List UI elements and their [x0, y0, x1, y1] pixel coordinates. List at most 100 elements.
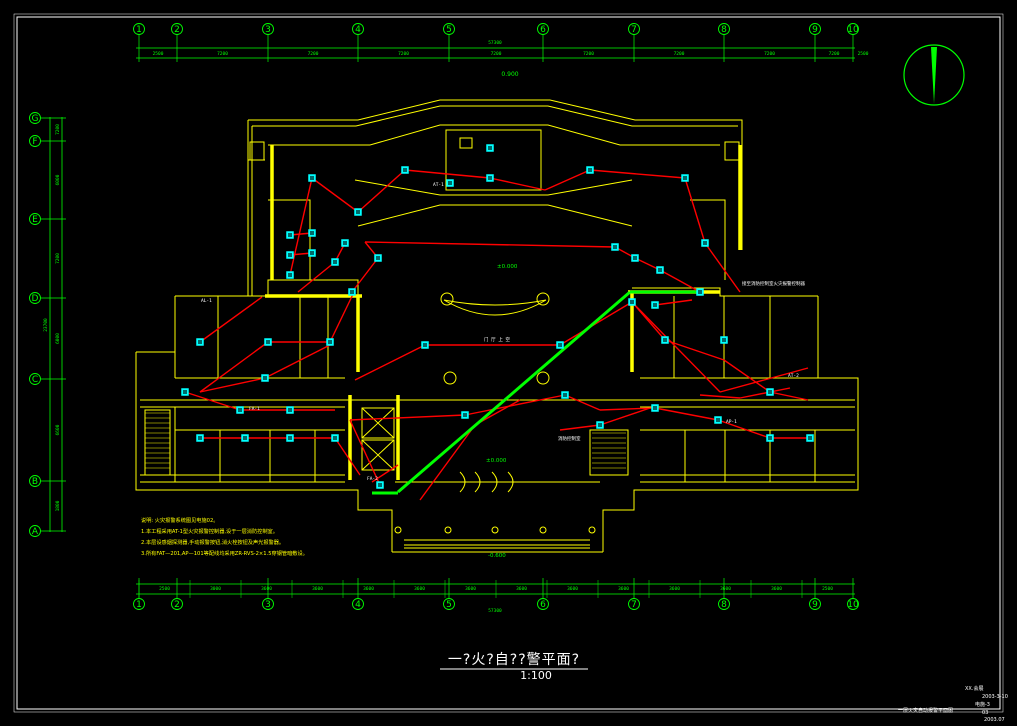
wire-segment [559, 424, 601, 431]
top-dim-5: 7200 [583, 51, 594, 57]
grid-bubble-9 [809, 598, 821, 610]
device-labels: AL-1 AT-1 AT-2 AP-1 FA-1 FA-2 消防控制室 接至消防… [201, 182, 805, 482]
grid-bubble-D [29, 292, 41, 304]
grid-bubble-C [29, 373, 41, 385]
wire-segment [311, 177, 359, 213]
smoke-detector-icon-core [463, 413, 467, 417]
grid-label-9: 9 [812, 25, 818, 35]
notes-line-3: 3.所有FAT—201,AP—101等配线均采用ZR-RVS-2×1.5穿钢管暗… [141, 549, 308, 557]
top-dim-3: 7200 [398, 51, 409, 57]
smoke-detector-icon-core [598, 423, 602, 427]
wire-segment [659, 269, 701, 293]
smoke-detector-icon-core [288, 273, 292, 277]
smoke-detector-icon-core [703, 241, 707, 245]
grid-label-1: 1 [136, 25, 142, 35]
wire-segment [354, 344, 426, 381]
smoke-detector-icon-core [588, 168, 592, 172]
label-fa-2: FA-2 [367, 476, 378, 482]
grid-label-E: E [32, 215, 38, 225]
level-top: 0.900 [501, 71, 518, 78]
grid-bubble-E [29, 213, 41, 225]
tb-label-0: XX.会展 [965, 685, 983, 692]
smoke-detector-icon-core [488, 176, 492, 180]
top-dim-6: 7200 [674, 51, 685, 57]
bottom-dim-3: 3600 [312, 586, 323, 592]
wire-segment [634, 257, 661, 271]
grid-bubble-4 [352, 23, 364, 35]
top-dim-7: 7200 [764, 51, 775, 57]
smoke-detector-icon-core [263, 376, 267, 380]
grid-bubble-9 [809, 23, 821, 35]
wire-segment [297, 261, 336, 293]
grid-bubble-1 [133, 23, 145, 35]
bottom-dim-2: 3600 [261, 586, 272, 592]
smoke-detector-icon-core [563, 393, 567, 397]
wire-segment [199, 377, 266, 393]
wire-segment [699, 394, 741, 399]
tb-number: 电施-3 [975, 701, 990, 708]
smoke-detector-icon-core [343, 241, 347, 245]
smoke-detector-icon-core [288, 408, 292, 412]
left-dim-1: 6600 [55, 424, 61, 435]
bottom-dim-11: 3600 [720, 586, 731, 592]
wire-segment [769, 391, 809, 401]
sheet-frame [13, 13, 1004, 713]
grid-label-F: F [32, 137, 37, 147]
left-dim-2: 6000 [55, 333, 61, 344]
grid-bubble-G [29, 112, 41, 124]
grid-label-D: D [32, 294, 39, 304]
smoke-detector-icon-core [448, 181, 452, 185]
smoke-detector-icon-core [722, 338, 726, 342]
bottom-total-dimension: 57300 [488, 608, 502, 614]
wire-segment [599, 407, 656, 411]
label-at-2: AT-2 [788, 373, 799, 379]
grid-label-4: 4 [355, 600, 361, 610]
smoke-detector-icon-core [768, 390, 772, 394]
smoke-detector-icon-core [658, 268, 662, 272]
wire-segment [364, 241, 616, 248]
smoke-detector-icon-core [198, 436, 202, 440]
grid-bubble-5 [443, 23, 455, 35]
smoke-detector-icon-core [663, 338, 667, 342]
bottom-dim-0: 2500 [159, 586, 170, 592]
grid-label-6: 6 [540, 600, 546, 610]
smoke-detector-icon-core [288, 233, 292, 237]
wire-segment [404, 169, 491, 179]
grid-bubble-8 [718, 598, 730, 610]
grid-bubble-6 [537, 598, 549, 610]
notes-line-1: 1.本工程采用AT-1型火灾报警控制器,设于一层消防控制室。 [141, 527, 278, 535]
grid-label-8: 8 [721, 600, 727, 610]
grid-bubble-B [29, 475, 41, 487]
notes-line-2: 2.本层设感烟探测器,手动报警按钮,消火栓按钮及声光报警器。 [141, 538, 284, 546]
bottom-dim-12: 3600 [771, 586, 782, 592]
wire-segment [357, 169, 406, 213]
label-control-room: 消防控制室 [558, 435, 581, 442]
smoke-detector-icon-core [310, 176, 314, 180]
smoke-detector-icon-core [653, 303, 657, 307]
grid-label-8: 8 [721, 25, 727, 35]
grid-label-6: 6 [540, 25, 546, 35]
grid-label-10: 10 [847, 25, 859, 35]
wire-segment [199, 341, 269, 393]
smoke-detector-icon-core [378, 483, 382, 487]
top-dim-8: 7200 [829, 51, 840, 57]
grid-bubble-7 [628, 598, 640, 610]
smoke-detector-icon-core [310, 251, 314, 255]
grid-bubble-2 [171, 598, 183, 610]
building-walls [135, 99, 859, 553]
wire-segment [351, 257, 379, 293]
left-dim-5: 7200 [55, 124, 61, 135]
grid-bubble-5 [443, 598, 455, 610]
grid-bubble-6 [537, 23, 549, 35]
tb-drawing-name: 一层火灾自动报警平面图 [898, 707, 953, 714]
north-arrow-icon [903, 44, 965, 106]
grid-bubble-8 [718, 23, 730, 35]
smoke-detector-icon-core [350, 290, 354, 294]
smoke-detector-icon-core [653, 406, 657, 410]
grid-bubble-10 [847, 598, 859, 610]
smoke-detector-icon-core [238, 408, 242, 412]
